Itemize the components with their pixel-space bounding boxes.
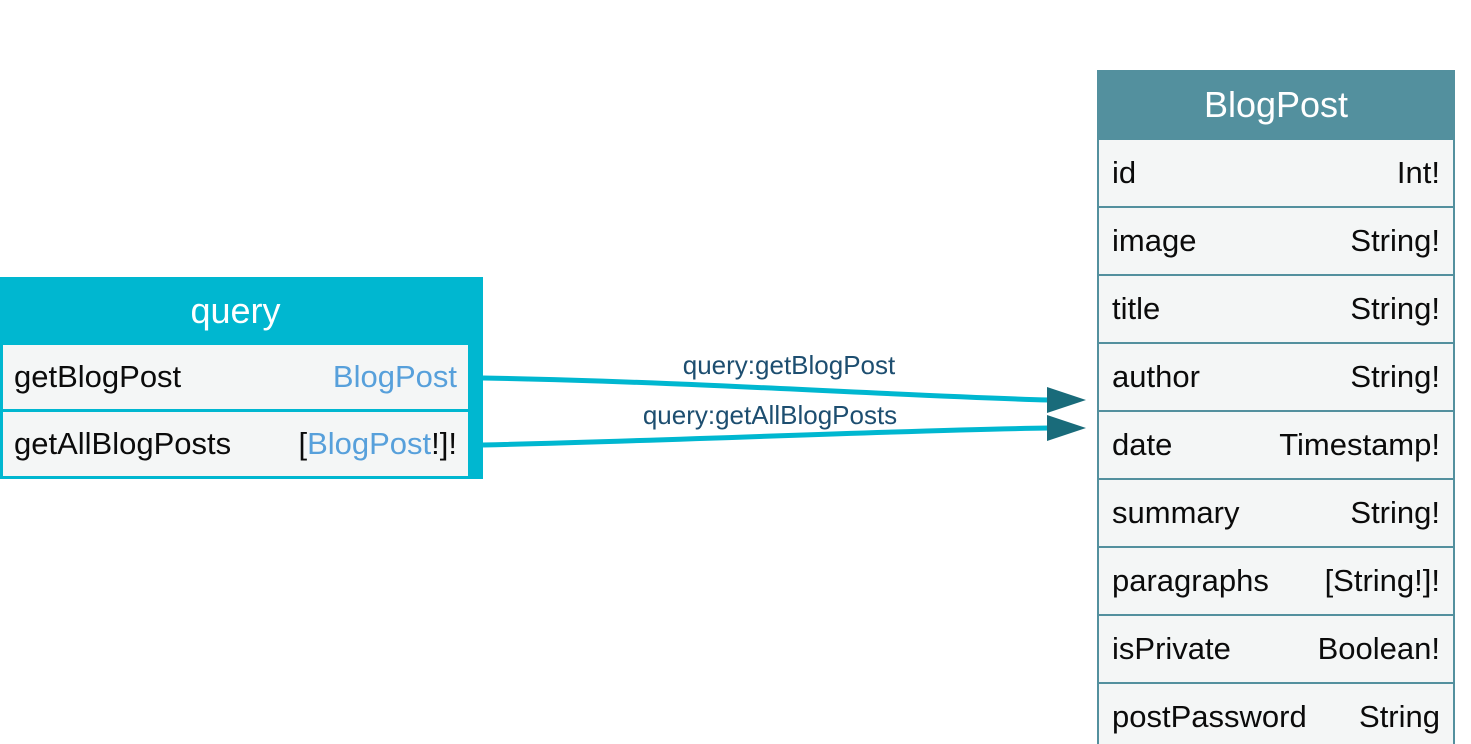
field-name: postPassword <box>1112 699 1307 734</box>
field-type: String! <box>1350 223 1440 258</box>
blogpost-field-row-id: id Int! <box>1099 140 1453 206</box>
blogpost-field-row-paragraphs: paragraphs [String!]! <box>1099 548 1453 614</box>
field-name: id <box>1112 155 1137 190</box>
field-name: image <box>1112 223 1197 258</box>
field-type: Int! <box>1396 155 1440 190</box>
edge-label-getblogpost: query:getBlogPost <box>682 350 896 380</box>
blogpost-field-row-author: author String! <box>1099 344 1453 410</box>
field-type: String <box>1359 699 1440 734</box>
query-field-row-getblogpost: getBlogPost BlogPost <box>3 345 468 409</box>
query-node: query getBlogPost BlogPost getAllBlogPos… <box>0 277 483 479</box>
blogpost-field-row-image: image String! <box>1099 208 1453 274</box>
field-type: String! <box>1350 291 1440 326</box>
field-type: String! <box>1350 495 1440 530</box>
field-name: author <box>1112 359 1200 394</box>
edge-label-getallblogposts: query:getAllBlogPosts <box>642 400 898 430</box>
field-name: isPrivate <box>1112 631 1231 666</box>
field-name: date <box>1112 427 1173 462</box>
type-wrap-suffix: !]! <box>431 426 457 461</box>
field-type: String! <box>1350 359 1440 394</box>
blogpost-node-title: BlogPost <box>1203 84 1349 125</box>
blogpost-field-row-postpassword: postPassword String <box>1099 684 1453 744</box>
type-link-blogpost[interactable]: BlogPost <box>307 426 432 461</box>
query-node-title: query <box>190 290 281 331</box>
blogpost-field-row-summary: summary String! <box>1099 480 1453 546</box>
type-link-blogpost[interactable]: BlogPost <box>332 359 457 394</box>
field-type: Timestamp! <box>1279 427 1440 462</box>
field-type: Boolean! <box>1317 631 1440 666</box>
type-wrap-prefix: [ <box>298 426 308 461</box>
edge-getallblogposts-line <box>482 425 1050 448</box>
field-type: [String!]! <box>1324 563 1440 598</box>
blogpost-node: BlogPost id Int! image String! title Str… <box>1097 70 1455 744</box>
blogpost-field-row-title: title String! <box>1099 276 1453 342</box>
field-name: paragraphs <box>1112 563 1269 598</box>
field-name: summary <box>1112 495 1240 530</box>
field-type: BlogPost <box>333 359 457 395</box>
field-name: getAllBlogPosts <box>14 426 232 461</box>
field-name: title <box>1112 291 1161 326</box>
field-type: [BlogPost!]! <box>298 426 457 462</box>
blogpost-field-row-date: date Timestamp! <box>1099 412 1453 478</box>
query-field-row-getallblogposts: getAllBlogPosts [BlogPost!]! <box>3 412 468 476</box>
field-name: getBlogPost <box>14 359 182 394</box>
edge-getblogpost-arrowhead-icon <box>1047 387 1086 413</box>
edge-getallblogposts-arrowhead-icon <box>1047 415 1086 441</box>
edge-getblogpost-line <box>482 375 1050 403</box>
blogpost-field-row-isprivate: isPrivate Boolean! <box>1099 616 1453 682</box>
